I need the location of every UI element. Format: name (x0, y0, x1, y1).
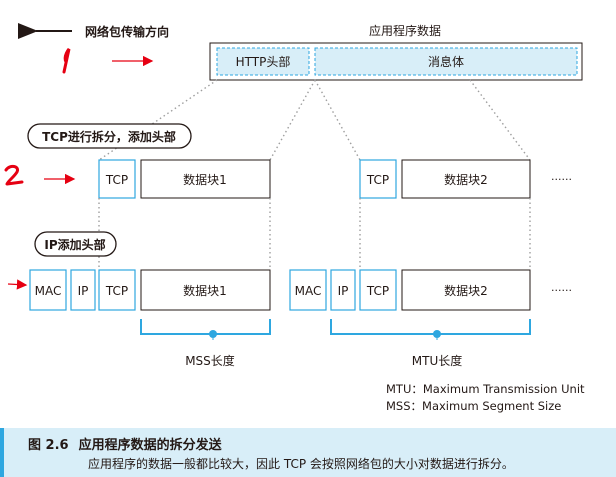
ip-header-box-2 (330, 269, 356, 311)
tcp-split-note-box (27, 123, 192, 149)
ellipsis-tcp-row: ······ (551, 173, 572, 186)
ip-header-label-1: IP (78, 284, 89, 298)
figure-description: 应用程序的数据一般都比较大，因此 TCP 会按照网络包的大小对数据进行拆分。 (88, 457, 514, 471)
handwritten-mark-2 (4, 164, 24, 186)
mtu-legend: MTU：Maximum Transmission Unit (386, 382, 585, 396)
mtu-bracket-dot (433, 330, 441, 338)
tcp-header-box-4 (359, 269, 397, 311)
mac-header-box-1 (29, 269, 67, 311)
mac-header-label-2: MAC (295, 284, 322, 298)
http-header-segment (216, 47, 310, 76)
message-body-segment (314, 47, 578, 76)
tcp-header-label-2: TCP (366, 173, 389, 187)
message-body-label: 消息体 (428, 54, 464, 69)
mss-bracket (140, 319, 271, 341)
mac-header-label-1: MAC (35, 284, 62, 298)
tcp-header-box-1 (98, 159, 136, 199)
http-header-label: HTTP头部 (236, 54, 291, 69)
mss-legend: MSS：Maximum Segment Size (386, 399, 561, 413)
data-split-diagram: 网络包传输方向 应用程序数据 HTTP头部 消息体 TCP进行拆分，添加头部 (4, 23, 585, 413)
split-guides-middle (98, 198, 531, 270)
data-chunk-box-1 (140, 159, 271, 199)
red-arrow-3 (7, 279, 28, 290)
data-chunk-box-2 (401, 159, 531, 199)
data-chunk-label-1: 数据块1 (183, 172, 227, 187)
tcp-header-label-3: TCP (105, 284, 128, 298)
direction-label: 网络包传输方向 (85, 24, 169, 39)
figure-title: 应用程序数据的拆分发送 (78, 438, 222, 453)
ip-add-note: IP添加头部 (44, 237, 105, 252)
mtu-length-label: MTU长度 (412, 353, 462, 368)
data-chunk-label-2: 数据块2 (444, 172, 488, 187)
data-chunk-label-4: 数据块2 (444, 283, 488, 298)
handwritten-mark-1 (62, 48, 71, 74)
figure-caption: 图 2.6 应用程序数据的拆分发送 应用程序的数据一般都比较大，因此 TCP 会按… (0, 428, 616, 477)
ip-header-label-2: IP (338, 284, 349, 298)
ip-header-box-1 (70, 269, 96, 311)
mss-length-label: MSS长度 (185, 353, 235, 368)
tcp-header-label-1: TCP (105, 173, 128, 187)
split-guides-top (98, 79, 531, 161)
mss-bracket-dot (209, 330, 217, 338)
mac-header-box-2 (289, 269, 327, 311)
app-data-title: 应用程序数据 (369, 23, 441, 38)
data-chunk-box-3 (140, 269, 271, 311)
tcp-header-box-2 (359, 159, 397, 199)
tcp-header-label-4: TCP (366, 284, 389, 298)
data-chunk-label-3: 数据块1 (183, 283, 227, 298)
ellipsis-ip-row: ······ (551, 284, 572, 297)
caption-title-line: 图 2.6 应用程序数据的拆分发送 (28, 434, 222, 453)
figure-number: 图 2.6 (28, 438, 69, 453)
data-chunk-box-4 (401, 269, 531, 311)
mtu-bracket (330, 319, 531, 341)
tcp-header-box-3 (98, 269, 136, 311)
tcp-split-note: TCP进行拆分，添加头部 (42, 129, 176, 144)
ip-add-note-box (34, 231, 117, 257)
